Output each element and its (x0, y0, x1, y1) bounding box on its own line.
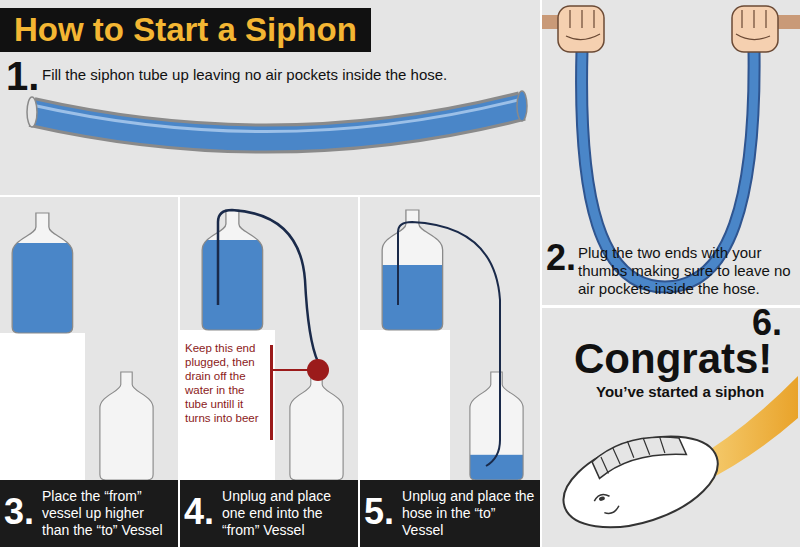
step-number: 5. (364, 492, 394, 532)
step-text: Place the “from” vessel up higher than t… (42, 488, 174, 539)
caption-band: 3.Place the “from” vessel up higher than… (0, 480, 178, 547)
caption-band: 5.Unplug and place the hose in the “to” … (360, 480, 540, 547)
label-text: You’ve started a siphon (596, 383, 764, 401)
label-text: Plug the two ends with your thumbs makin… (578, 244, 796, 298)
step-text: Unplug and place one end into the “from”… (222, 488, 354, 539)
step-text: Unplug and place the hose in the “to” Ve… (402, 488, 536, 539)
title-bar: How to Start a Siphon (0, 8, 371, 52)
step-number: 4. (184, 492, 214, 532)
step-number: 2. (546, 238, 576, 278)
step-number: 3. (4, 492, 34, 532)
label-text: Fill the siphon tube up leaving no air p… (42, 66, 522, 84)
label-text: Congrats! (574, 336, 772, 382)
label-text: Keep this end plugged, then drain off th… (185, 341, 267, 425)
title: How to Start a Siphon (14, 11, 357, 49)
step-number: 1. (6, 54, 39, 98)
caption-band: 4.Unplug and place one end into the “fro… (180, 480, 358, 547)
